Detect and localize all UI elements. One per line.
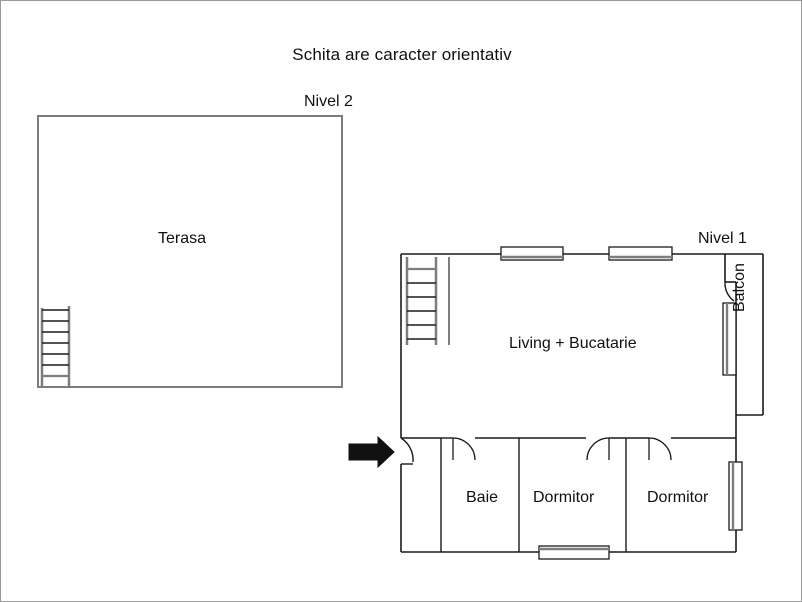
door-balcon: [724, 281, 735, 302]
entrance-door: [400, 437, 414, 465]
window-right: [728, 461, 743, 531]
entrance-arrow: [348, 435, 395, 469]
page-title: Schita are caracter orientativ: [292, 45, 512, 64]
room-label-terasa: Terasa: [158, 230, 207, 247]
terasa-outline: [37, 115, 343, 388]
nivel-1-group: [348, 246, 764, 560]
window-bottom: [538, 545, 610, 560]
stairs-nivel2: [40, 306, 71, 387]
window-top-right: [608, 246, 673, 261]
nivel1-exterior-walls: [400, 253, 737, 553]
nivel-2-group: [37, 115, 343, 388]
balcon-outline: [736, 253, 764, 416]
door-dormitor-1: [586, 437, 610, 461]
room-label-dormitor-2: Dormitor: [647, 489, 709, 506]
window-top-left: [500, 246, 564, 261]
interior-walls: [401, 437, 736, 552]
room-label-baie: Baie: [466, 489, 499, 506]
level-label-nivel-1: Nivel 1: [698, 230, 747, 247]
door-baie: [452, 437, 476, 461]
stairs-nivel1: [405, 257, 450, 345]
level-label-nivel-2: Nivel 2: [304, 93, 353, 110]
room-label-living-bucatarie: Living + Bucatarie: [509, 335, 637, 352]
door-dormitor-2: [648, 437, 672, 461]
room-label-balcon: Balcon: [731, 263, 748, 312]
room-label-dormitor-1: Dormitor: [533, 489, 595, 506]
window-balcon: [722, 302, 737, 376]
